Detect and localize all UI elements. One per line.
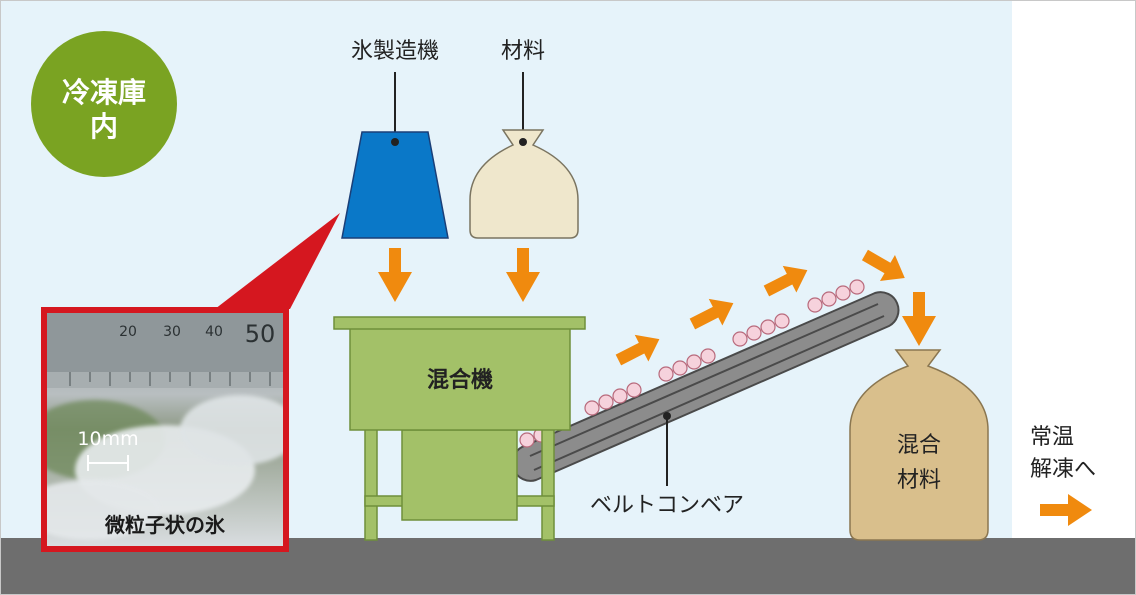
scale-text: 10mm [77, 428, 138, 450]
scale-number-40: 40 [205, 324, 223, 340]
right-arrow-icon [1040, 494, 1092, 526]
thaw-label-line1: 常温 [1030, 425, 1074, 450]
conveyor-label: ベルトコンベア [590, 493, 744, 518]
material-bag [469, 129, 579, 239]
photo-caption: 微粒子状の氷 [104, 513, 226, 537]
badge-line2: 内 [90, 110, 118, 143]
badge-line1: 冷凍庫 [62, 76, 146, 109]
right-arrow-icon [615, 334, 660, 366]
thaw-label-line2: 解凍へ [1030, 457, 1096, 482]
freezer-badge: 冷凍庫 内 [31, 31, 177, 177]
outside-area [1012, 0, 1136, 540]
right-arrow-icon [861, 249, 905, 281]
scale-number-30: 30 [163, 324, 181, 340]
mixer: 混合機 [333, 316, 586, 541]
right-arrow-icon [689, 298, 734, 330]
ice-balls [519, 279, 865, 448]
ice-machine [341, 131, 449, 239]
mixed-material-bag: 混合 材料 [849, 349, 989, 541]
down-arrow-icon [378, 248, 412, 302]
ice-machine-label: 氷製造機 [351, 39, 439, 64]
material-leader-dot [519, 138, 527, 146]
conveyor-leader-dot [663, 412, 671, 420]
scale-number-50: 50 [245, 320, 276, 348]
down-arrow-icon [902, 292, 936, 346]
scale-number-20: 20 [119, 324, 137, 340]
scale-bar [87, 455, 129, 471]
ice-photo: 20 30 40 50 10mm 微粒子状の氷 [41, 307, 289, 552]
callout-wedge [215, 213, 340, 309]
mixer-label: 混合機 [427, 367, 493, 393]
right-arrow-icon [763, 265, 808, 297]
mixed-material-label-line2: 材料 [897, 468, 941, 493]
mixed-material-label-line1: 混合 [897, 433, 941, 458]
conveyor-belt [511, 291, 900, 482]
ice-machine-leader-dot [391, 138, 399, 146]
material-label: 材料 [501, 39, 545, 64]
down-arrow-icon [506, 248, 540, 302]
